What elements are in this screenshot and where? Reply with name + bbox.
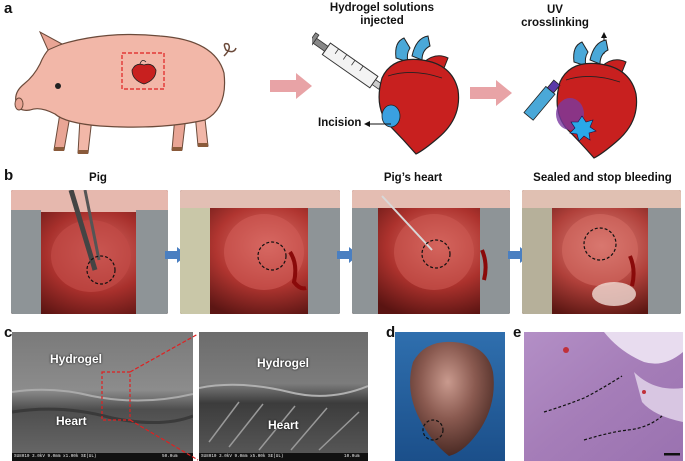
label-sealed: Sealed and stop bleeding <box>533 172 672 184</box>
sem-left-hydrogel-label: Hydrogel <box>50 352 103 366</box>
sem-right-heart-label: Heart <box>268 418 299 432</box>
panel-d-letter: d <box>386 324 396 341</box>
label-pigs-heart: Pig’s heart <box>383 172 443 184</box>
sem-right-info: SU8010 3.0kV 9.0mm x5.00k SE(UL) <box>201 454 284 459</box>
panel-e-letter: e <box>513 324 522 341</box>
panel-a-letter: a <box>4 0 13 17</box>
sem-left-heart-label: Heart <box>56 414 87 428</box>
sem-left-info: SU8010 3.0kV 9.0mm x1.00k SE(UL) <box>14 454 97 459</box>
pig-illustration <box>14 30 237 154</box>
zoom-lines <box>129 333 199 461</box>
sem-right <box>199 332 368 461</box>
heart-uv-illustration <box>523 32 638 159</box>
surgery-photo-1 <box>11 190 168 314</box>
histology-image <box>524 332 683 461</box>
sem-left-scale: 50.0um <box>162 454 178 459</box>
sem-right-hydrogel-label: Hydrogel <box>257 356 310 370</box>
surgery-photo-3 <box>352 190 510 314</box>
arrow-pink-2 <box>470 80 512 106</box>
label-pig: Pig <box>89 172 107 184</box>
sem-right-scale: 10.0um <box>344 454 360 459</box>
label-incision: Incision <box>318 117 362 129</box>
panel-c-letter: c <box>4 324 13 341</box>
arrow-pink-1 <box>270 73 312 99</box>
surgery-photo-4 <box>522 190 681 314</box>
heart-photo <box>395 332 505 461</box>
surgery-photo-2 <box>180 190 340 314</box>
label-uv-crosslinking: UV crosslinking <box>521 4 589 29</box>
panel-b-letter: b <box>4 167 14 184</box>
label-hydrogel-injected: Hydrogel solutions injected <box>329 2 435 27</box>
heart-injection-illustration <box>312 32 460 155</box>
